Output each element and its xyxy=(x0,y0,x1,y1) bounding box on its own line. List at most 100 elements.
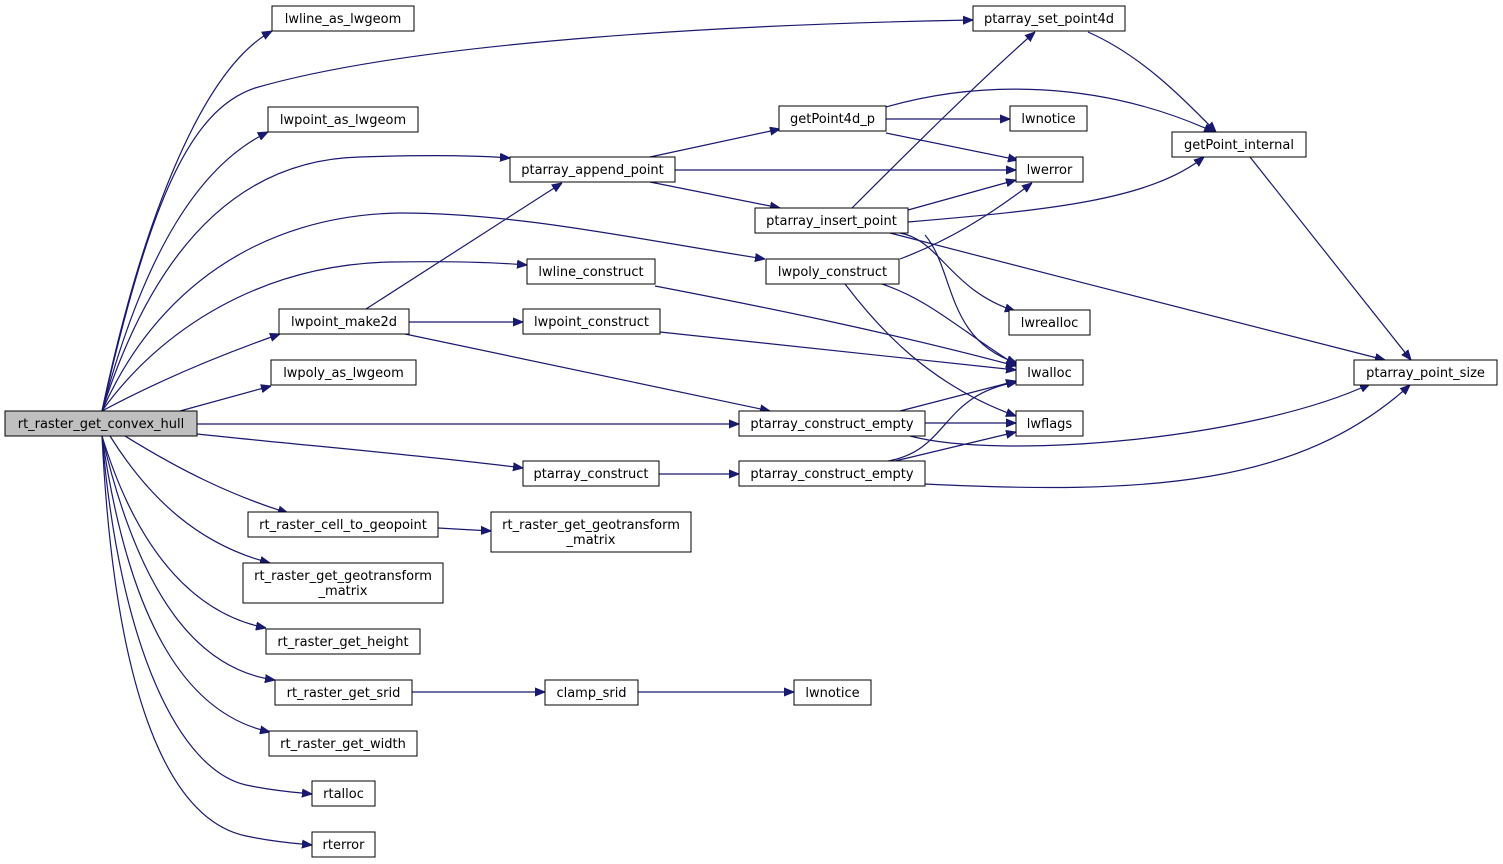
node-label: lwpoint_as_lwgeom xyxy=(280,113,406,128)
node-lwalloc[interactable]: lwalloc xyxy=(1015,359,1084,386)
node-label: lwpoly_construct xyxy=(778,265,887,280)
node-ptarray-insert-point[interactable]: ptarray_insert_point xyxy=(754,207,909,234)
node-box[interactable] xyxy=(1353,359,1498,386)
node-rt-raster-cell-to-geopoint[interactable]: rt_raster_cell_to_geopoint xyxy=(247,511,439,538)
node-lwline-as-lwgeom[interactable]: lwline_as_lwgeom xyxy=(271,5,415,32)
node-box[interactable] xyxy=(765,258,900,285)
node-rt-raster-get-height[interactable]: rt_raster_get_height xyxy=(265,628,421,655)
node-box[interactable] xyxy=(278,308,410,335)
node-root[interactable]: rt_raster_get_convex_hull xyxy=(4,410,198,437)
node-ptarray-append-point[interactable]: ptarray_append_point xyxy=(509,156,676,183)
node-lwpoly-as-lwgeom[interactable]: lwpoly_as_lwgeom xyxy=(270,359,417,386)
node-rt-raster-get-geotransform-matrix-b[interactable]: rt_raster_get_geotransform_matrix xyxy=(490,511,692,553)
edge-lwpoly-construct-to-lwerror xyxy=(899,183,1032,260)
node-box[interactable] xyxy=(1015,410,1084,437)
node-box[interactable] xyxy=(270,359,417,386)
node-box[interactable] xyxy=(793,679,872,706)
edge-lwline-construct-to-lwalloc xyxy=(654,285,1016,366)
edge-root-to-ptarray-construct xyxy=(196,433,523,468)
node-rt-raster-get-width[interactable]: rt_raster_get_width xyxy=(268,730,418,757)
node-rtalloc[interactable]: rtalloc xyxy=(311,780,376,807)
node-box[interactable] xyxy=(738,410,926,437)
edge-root-to-lwpoint-as-lwgeom xyxy=(101,132,268,412)
node-box[interactable] xyxy=(544,679,639,706)
node-label: lwpoly_as_lwgeom xyxy=(283,366,404,381)
node-box[interactable] xyxy=(509,156,676,183)
edge-root-to-lwline-as-lwgeom xyxy=(101,31,272,412)
edge-construct-empty-b-to-lwalloc xyxy=(887,382,1017,462)
node-label: ptarray_append_point xyxy=(521,163,664,178)
node-box[interactable] xyxy=(267,106,419,133)
nodes: rt_raster_get_convex_hull lwline_as_lwgeo… xyxy=(4,5,1498,858)
edge-root-to-rtalloc xyxy=(101,435,312,794)
node-ptarray-construct[interactable]: ptarray_construct xyxy=(522,460,660,487)
node-box[interactable] xyxy=(271,5,415,32)
edge-insert-point-to-lwrealloc xyxy=(899,232,1015,311)
node-box[interactable] xyxy=(1009,105,1088,132)
node-ptarray-construct-empty-b[interactable]: ptarray_construct_empty xyxy=(738,460,926,487)
edge-make2d-to-append-point xyxy=(365,183,562,310)
node-box[interactable] xyxy=(265,628,421,655)
edge-getpoint4d-p-to-lwerror xyxy=(885,132,1018,160)
node-label: ptarray_construct_empty xyxy=(750,467,913,482)
node-box[interactable] xyxy=(311,831,376,858)
node-box[interactable] xyxy=(1015,156,1084,183)
node-box[interactable] xyxy=(522,308,661,335)
node-box[interactable] xyxy=(1008,309,1091,336)
edge-getpoint4d-p-to-getpoint-internal xyxy=(885,88,1214,132)
node-label: lwalloc xyxy=(1027,366,1072,381)
node-lwrealloc[interactable]: lwrealloc xyxy=(1008,309,1091,336)
node-lwpoint-make2d[interactable]: lwpoint_make2d xyxy=(278,308,410,335)
node-box[interactable] xyxy=(4,410,198,437)
node-label: lwline_as_lwgeom xyxy=(285,12,402,27)
node-box[interactable] xyxy=(778,105,887,132)
node-box[interactable] xyxy=(490,511,692,553)
edge-root-to-rt-raster-get-geotransform-matrix-a xyxy=(109,435,270,563)
node-ptarray-construct-empty-a[interactable]: ptarray_construct_empty xyxy=(738,410,926,437)
node-clamp-srid[interactable]: clamp_srid xyxy=(544,679,639,706)
node-getpoint4d-p[interactable]: getPoint4d_p xyxy=(778,105,887,132)
node-lwline-construct[interactable]: lwline_construct xyxy=(526,258,656,285)
edge-insert-point-to-ptarray-point-size xyxy=(889,232,1385,360)
node-label: _matrix xyxy=(318,584,368,599)
node-lwnotice-a[interactable]: lwnotice xyxy=(1009,105,1088,132)
edge-insert-point-to-lwerror xyxy=(907,180,1016,211)
edges xyxy=(101,20,1411,845)
node-box[interactable] xyxy=(242,562,444,604)
node-box[interactable] xyxy=(268,730,418,757)
edge-construct-empty-a-to-ptarray-point-size xyxy=(909,384,1370,447)
node-ptarray-set-point4d[interactable]: ptarray_set_point4d xyxy=(972,5,1126,32)
node-rt-raster-get-geotransform-matrix-a[interactable]: rt_raster_get_geotransform_matrix xyxy=(242,562,444,604)
node-rt-raster-get-srid[interactable]: rt_raster_get_srid xyxy=(274,679,413,706)
node-box[interactable] xyxy=(522,460,660,487)
node-lwpoint-construct[interactable]: lwpoint_construct xyxy=(522,308,661,335)
node-label: lwrealloc xyxy=(1021,316,1079,331)
node-box[interactable] xyxy=(526,258,656,285)
edge-root-to-lwpoly-as-lwgeom xyxy=(179,386,271,412)
node-getpoint-internal[interactable]: getPoint_internal xyxy=(1171,131,1307,158)
node-lwnotice-b[interactable]: lwnotice xyxy=(793,679,872,706)
node-box[interactable] xyxy=(247,511,439,538)
edge-insert-point-to-getpoint-internal xyxy=(907,157,1204,223)
node-ptarray-point-size[interactable]: ptarray_point_size xyxy=(1353,359,1498,386)
node-box[interactable] xyxy=(274,679,413,706)
node-lwpoly-construct[interactable]: lwpoly_construct xyxy=(765,258,900,285)
node-label: ptarray_construct_empty xyxy=(750,417,913,432)
node-lwflags[interactable]: lwflags xyxy=(1015,410,1084,437)
node-box[interactable] xyxy=(972,5,1126,32)
node-lwpoint-as-lwgeom[interactable]: lwpoint_as_lwgeom xyxy=(267,106,419,133)
node-box[interactable] xyxy=(1171,131,1307,158)
node-label: ptarray_set_point4d xyxy=(984,12,1114,27)
node-label: lwnotice xyxy=(805,686,859,701)
node-label: ptarray_point_size xyxy=(1366,366,1485,381)
node-lwerror[interactable]: lwerror xyxy=(1015,156,1084,183)
node-box[interactable] xyxy=(754,207,909,234)
node-rterror[interactable]: rterror xyxy=(311,831,376,858)
edge-append-point-to-getpoint4d-p xyxy=(649,129,780,158)
node-box[interactable] xyxy=(311,780,376,807)
edge-construct-empty-b-to-ptarray-point-size xyxy=(924,385,1410,489)
edge-insert-point-to-lwalloc xyxy=(924,234,1017,363)
node-box[interactable] xyxy=(738,460,926,487)
node-box[interactable] xyxy=(1015,359,1084,386)
